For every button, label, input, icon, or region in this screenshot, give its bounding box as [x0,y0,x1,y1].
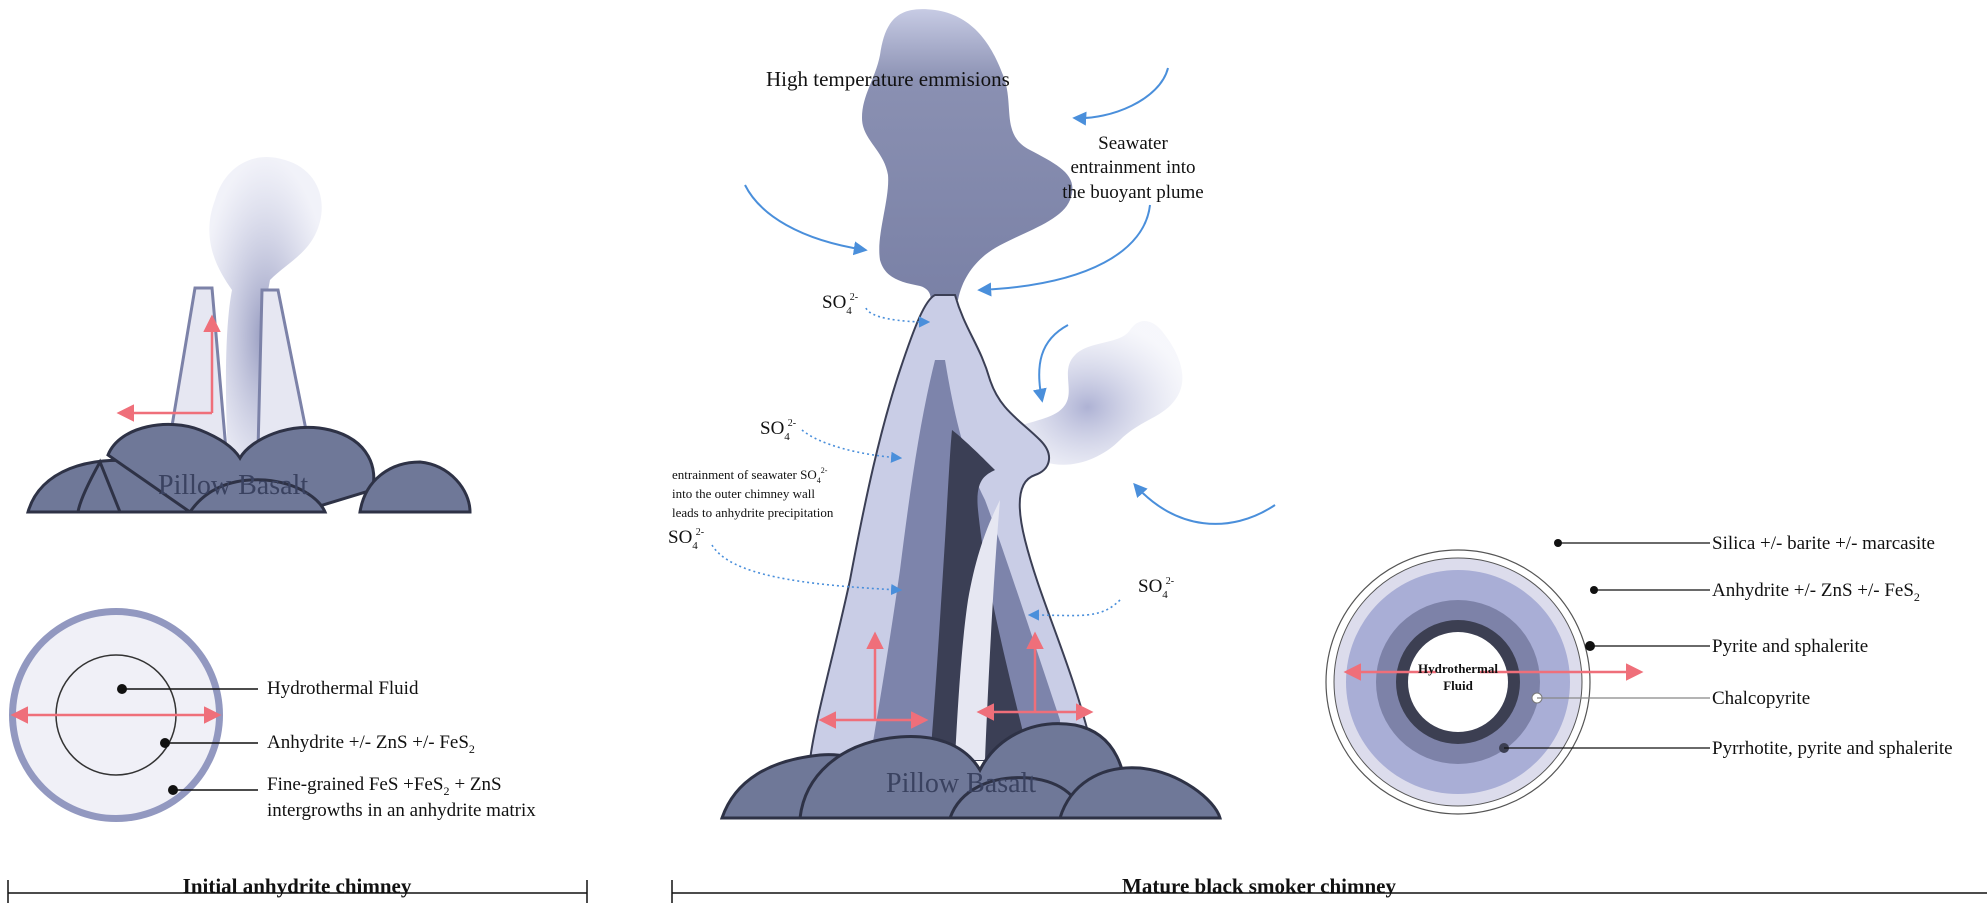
entrainment-note-line3: leads to anhydrite precipitation [672,505,834,520]
center-label-line1: Hydrothermal [1418,661,1498,676]
label-hydrothermal-fluid: Hydrothermal Fluid [267,678,419,699]
mature-cross-section: Hydrothermal Fluid [1326,539,1710,814]
label-fine-grained: Fine-grained FeS +FeS2+ ZnS [267,774,502,798]
sulfate-label-4: SO42- [1138,576,1174,601]
label-silica: Silica +/- barite +/- marcasite [1712,533,1935,554]
sulfate-label-1: SO42- [822,292,858,317]
label-pyrrhotite: Pyrrhotite, pyrite and sphalerite [1712,738,1953,759]
seawater-label-line3: the buoyant plume [1062,182,1203,203]
sulfate-label-2: SO42- [760,418,796,443]
label-intergrowths: intergrowths in an anhydrite matrix [267,800,536,821]
initial-chimney-section: Pillow Basalt Hydrothermal Fluid Anhydri… [8,157,587,903]
center-label-line2: Fluid [1443,678,1473,693]
sulfate-label-3: SO42- [668,527,704,552]
mature-basalt-label: Pillow Basalt [886,768,1036,799]
seawater-label-line2: entrainment into [1070,157,1195,178]
left-basalt-label: Pillow Basalt [158,470,308,501]
main-plume [862,9,1072,300]
label-pyrite-sphalerite: Pyrite and sphalerite [1712,636,1868,657]
entrainment-note-line1: entrainment of seawater SO42- [672,466,828,485]
high-temperature-label: High temperature emmisions [766,67,1010,91]
label-anhydrite-mature: Anhydrite +/- ZnS +/- FeS2 [1712,580,1920,604]
caption-initial-chimney: Initial anhydrite chimney [183,874,412,898]
caption-mature-chimney: Mature black smoker chimney [1122,874,1396,898]
seawater-label-line1: Seawater [1098,133,1168,154]
mature-chimney-section: Pillow Basalt High temperature emmisio [668,9,1987,903]
label-anhydrite: Anhydrite +/- ZnS +/- FeS2 [267,732,475,756]
entrainment-note-line2: into the outer chimney wall [672,486,815,501]
label-chalcopyrite: Chalcopyrite [1712,688,1810,709]
initial-cross-section [9,608,258,822]
